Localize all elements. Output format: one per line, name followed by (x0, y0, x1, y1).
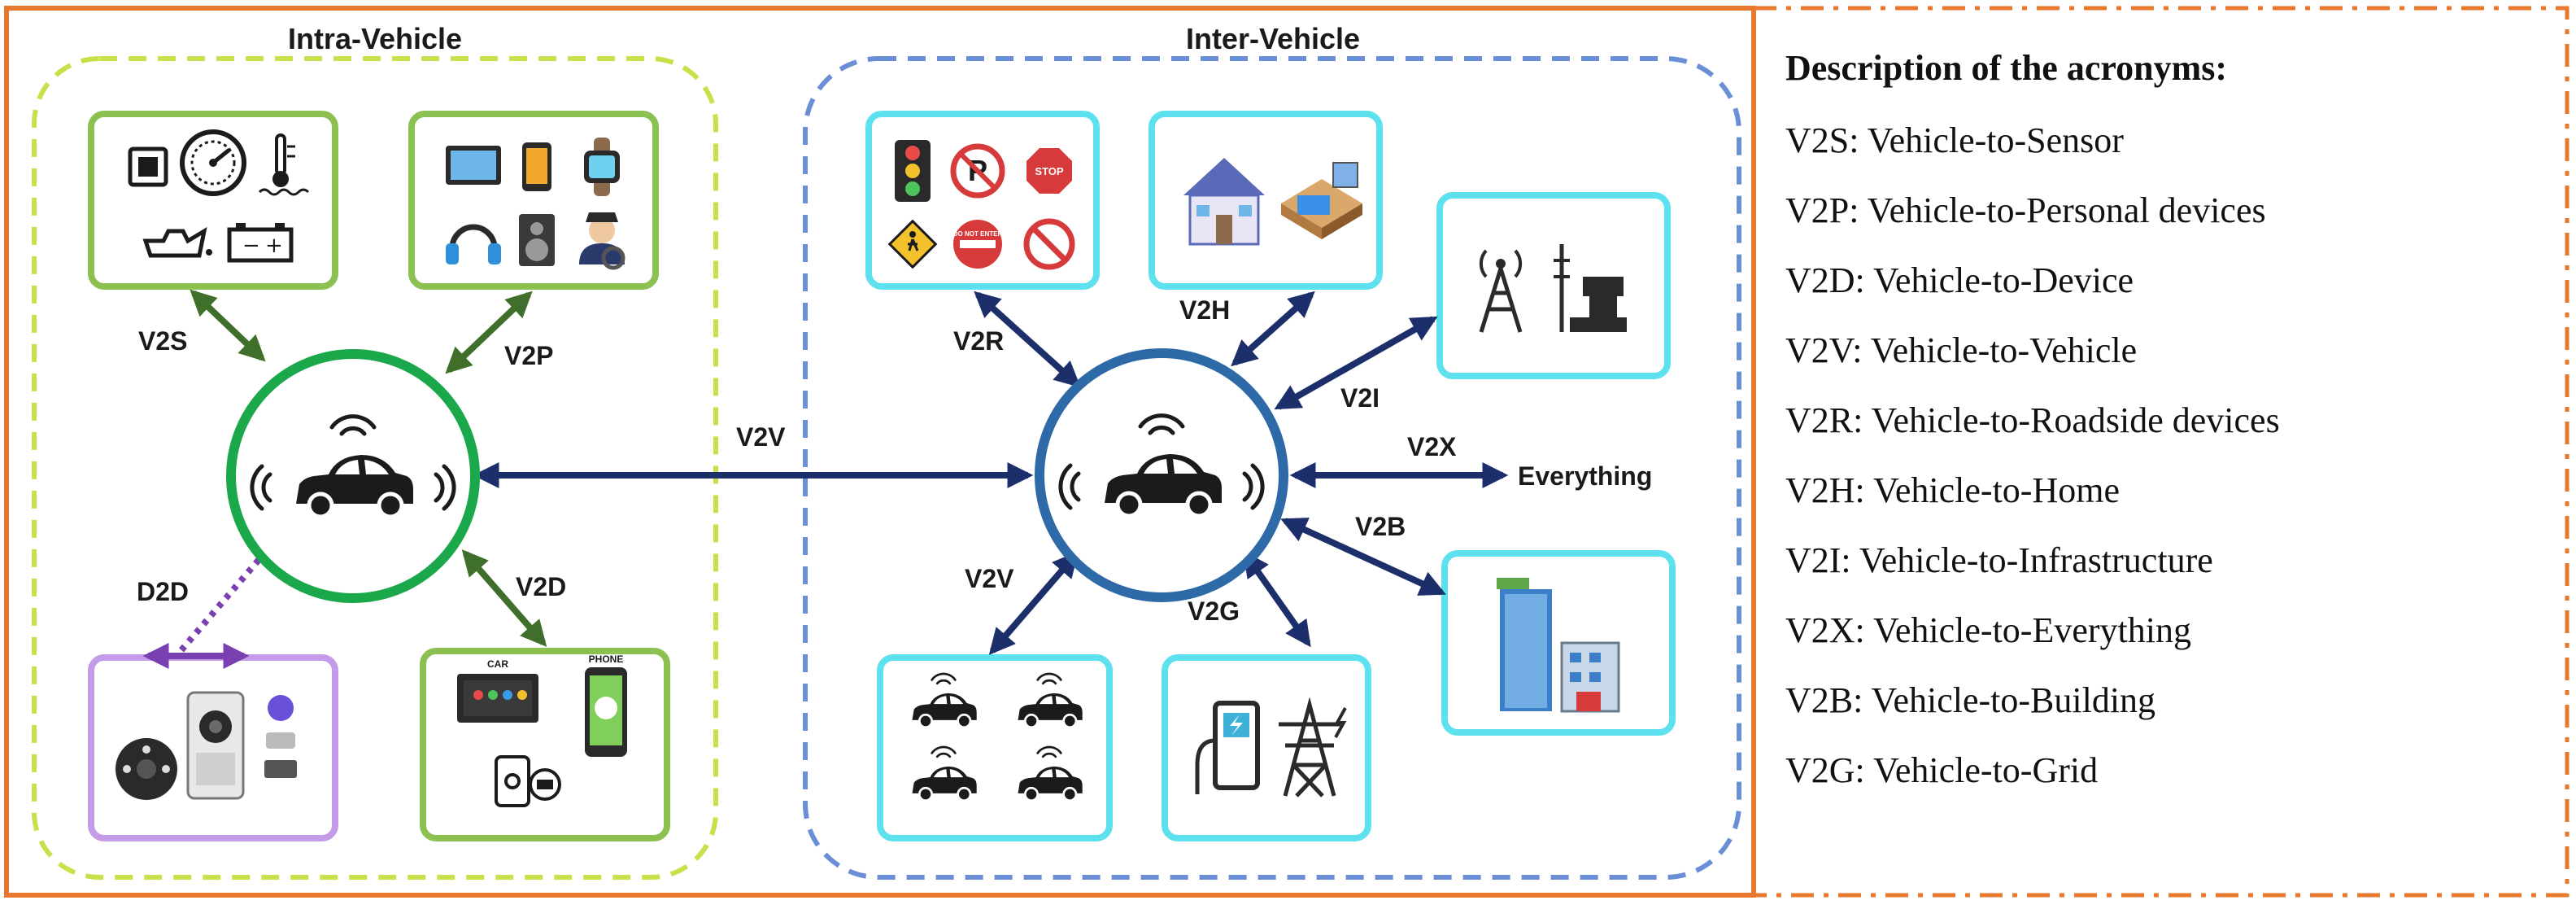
v2i-arrow (1274, 316, 1438, 410)
headphones-icon (446, 224, 501, 264)
phone-carplay-icon: PHONE (585, 653, 627, 757)
legend-item: V2V: Vehicle-to-Vehicle (1785, 330, 2138, 371)
legend-item: V2B: Vehicle-to-Building (1785, 680, 2156, 721)
legend-title: Description of the acronyms: (1785, 48, 2227, 88)
legend-item: V2I: Vehicle-to-Infrastructure (1785, 540, 2213, 581)
pedestrian-sign-icon (887, 219, 938, 269)
acronym-legend: Description of the acronyms: V2S: Vehicl… (1785, 48, 2558, 806)
svg-text:−: − (242, 234, 260, 258)
v2s-arrow (190, 289, 266, 362)
v2p-label: V2P (504, 341, 553, 370)
v2h-arrow (1231, 291, 1315, 367)
home-box (1149, 111, 1383, 290)
v2d-label: V2D (516, 572, 566, 601)
dashcam-phone-icon (186, 691, 245, 800)
do-not-enter-sign-icon: DO NOT ENTER (953, 220, 1003, 269)
smartphone-icon (522, 142, 551, 191)
legend-item: V2X: Vehicle-to-Everything (1785, 610, 2191, 651)
smartwatch-icon (584, 138, 620, 196)
v2g-arrow (1243, 550, 1311, 648)
roadside-devices-box: P STOP DO NOT ENTER (865, 111, 1100, 290)
d2d-box (88, 654, 338, 841)
v2r-arrow (974, 291, 1081, 388)
legend-item: V2S: Vehicle-to-Sensor (1785, 120, 2124, 161)
bedroom-icon (1281, 162, 1362, 239)
traffic-light-icon (895, 140, 931, 202)
ev-charger-icon (1195, 701, 1260, 794)
legend-item: V2P: Vehicle-to-Personal devices (1785, 190, 2266, 231)
car-head-unit-icon: CAR (457, 658, 538, 723)
power-pylon-icon (1279, 697, 1347, 798)
office-building-icon (1497, 578, 1620, 713)
v2d-arrow (461, 549, 547, 647)
v2b-label: V2B (1355, 512, 1406, 541)
legend-item: V2H: Vehicle-to-Home (1785, 470, 2120, 511)
phone-label: PHONE (589, 653, 624, 665)
v2v-inter-label: V2V (965, 564, 1014, 593)
v2g-label: V2G (1188, 597, 1240, 626)
legend-item: V2R: Vehicle-to-Roadside devices (1785, 400, 2280, 441)
oil-can-icon (142, 226, 212, 258)
temperature-icon (258, 133, 310, 196)
intra-vehicle-node (226, 349, 480, 603)
control-tower-icon (1554, 244, 1627, 332)
sensor-chip-icon (128, 146, 168, 187)
speaker-icon (519, 214, 555, 266)
outer-frame (4, 6, 1756, 898)
v2s-label: V2S (138, 326, 187, 356)
infrastructure-box (1436, 192, 1671, 379)
stop-sign-icon: STOP (1026, 148, 1072, 194)
v2v-center-label: V2V (736, 422, 786, 452)
house-icon (1183, 158, 1265, 246)
v2h-label: V2H (1179, 295, 1230, 325)
everything-label: Everything (1518, 461, 1652, 491)
v2x-label: V2X (1407, 432, 1457, 461)
grid-box (1162, 654, 1371, 841)
svg-text:DO NOT ENTER: DO NOT ENTER (953, 230, 1003, 238)
intra-vehicle-title: Intra-Vehicle (288, 22, 462, 55)
legend-item: V2G: Vehicle-to-Grid (1785, 750, 2099, 791)
radio-tower-icon (1479, 249, 1523, 333)
v2b-arrow (1280, 518, 1446, 596)
inter-vehicle-title: Inter-Vehicle (1186, 22, 1360, 55)
svg-text:STOP: STOP (1035, 165, 1063, 177)
device-box: CAR PHONE (420, 648, 670, 841)
arrows (142, 289, 1509, 669)
v2p-arrow (445, 291, 533, 374)
inter-vehicle-node (1035, 348, 1288, 602)
speedometer-icon (180, 129, 246, 196)
car-label: CAR (487, 658, 508, 670)
vehicles-box (877, 654, 1113, 841)
accessory-icon (264, 695, 297, 778)
legend-item: V2D: Vehicle-to-Device (1785, 260, 2134, 301)
no-parking-sign-icon: P (950, 143, 1005, 199)
prohibited-sign-icon (1023, 218, 1075, 270)
d2d-dotted-link (177, 557, 262, 653)
d2d-label: D2D (137, 577, 189, 606)
v2i-label: V2I (1340, 383, 1380, 413)
v2r-label: V2R (953, 326, 1004, 356)
sensor-box: − + (88, 111, 338, 290)
v2v-inter-arrow (988, 551, 1079, 655)
personal-devices-box (408, 111, 659, 290)
steering-remote-icon (116, 738, 177, 800)
inter-vehicle-region (803, 56, 1741, 880)
svg-text:+: + (265, 234, 283, 258)
phone-link-icon (495, 755, 561, 807)
chauffeur-icon (579, 212, 625, 270)
building-box (1441, 550, 1676, 736)
tablet-icon (446, 146, 501, 185)
battery-icon: − + (227, 223, 294, 263)
